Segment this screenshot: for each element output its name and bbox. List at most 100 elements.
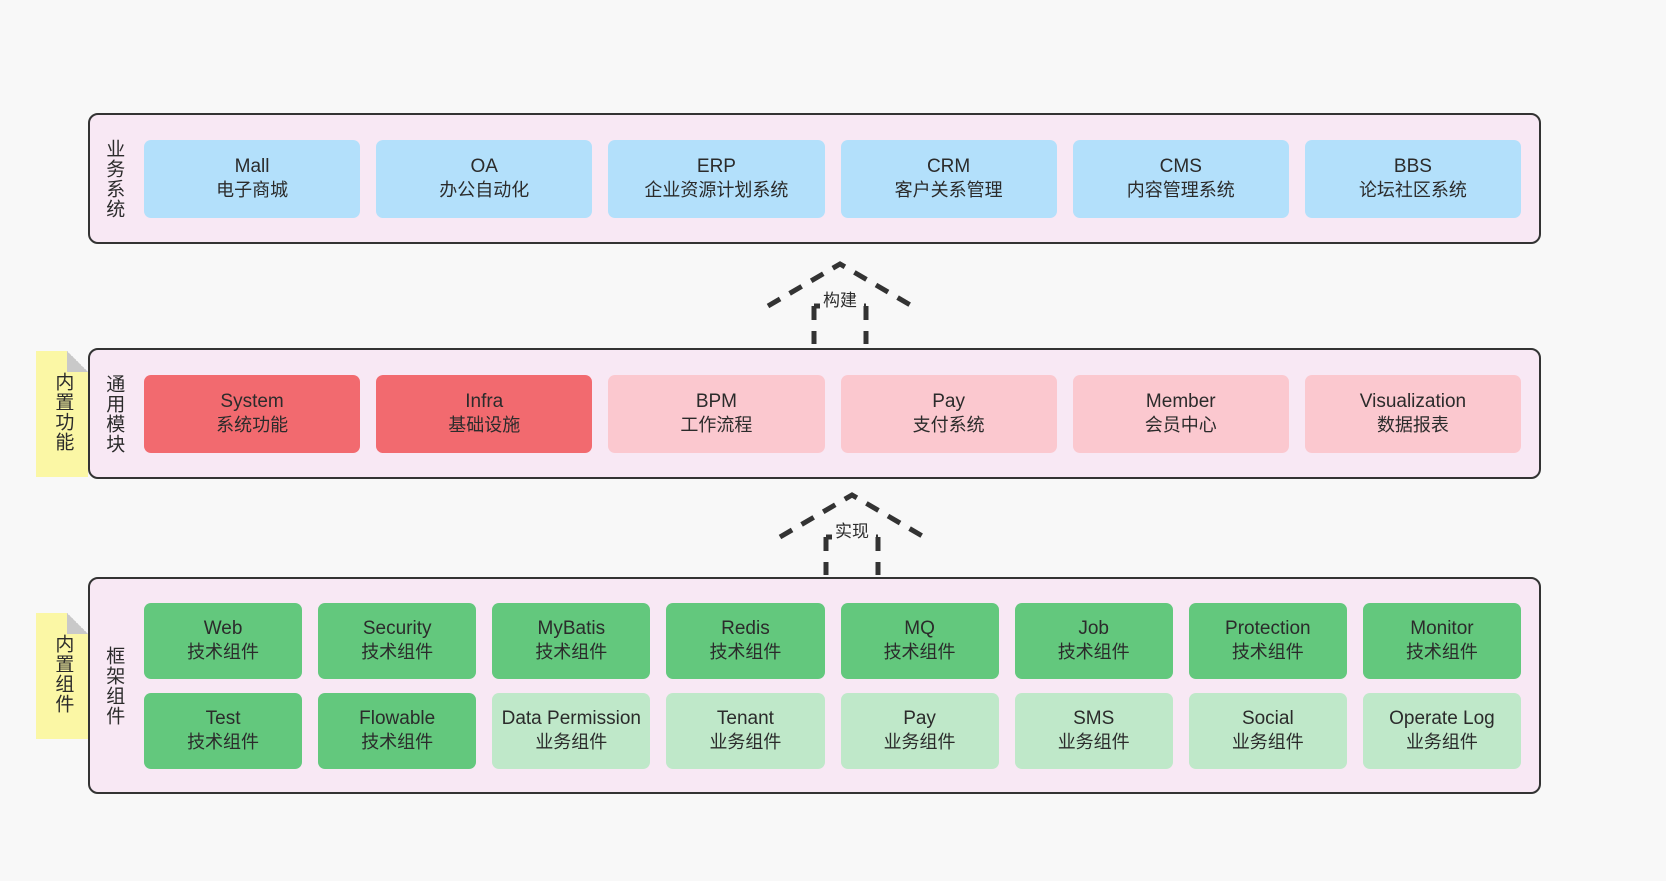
node-title: Visualization — [1359, 390, 1467, 412]
node-subtitle: 业务组件 — [709, 732, 782, 753]
node-title: MQ — [904, 617, 935, 639]
node-title: Operate Log — [1389, 707, 1495, 729]
connector-label-build: 构建 — [820, 286, 860, 311]
node-subtitle: 技术组件 — [1405, 642, 1478, 663]
node-member[interactable]: Member 会员中心 — [1072, 374, 1289, 453]
node-title: Social — [1241, 707, 1294, 729]
node-title: ERP — [696, 155, 736, 177]
node-subtitle: 业务组件 — [1231, 732, 1304, 753]
node-mybatis[interactable]: MyBatis 技术组件 — [492, 602, 651, 679]
connector-implement: 实现 — [772, 489, 932, 575]
node-subtitle: 技术组件 — [187, 642, 260, 663]
connector-stem-icon — [811, 303, 869, 344]
node-oa[interactable]: OA 办公自动化 — [376, 139, 593, 218]
node-title: Infra — [465, 390, 504, 412]
layer-title-common-modules: 通用模块 — [103, 373, 125, 454]
node-cms[interactable]: CMS 内容管理系统 — [1072, 139, 1289, 218]
node-subtitle: 业务组件 — [883, 732, 956, 753]
layer-title-framework-components: 框架组件 — [103, 645, 125, 726]
node-subtitle: 业务组件 — [535, 732, 608, 753]
note-builtin-components: 内置组件 — [36, 613, 88, 739]
layer-title-business-system: 业务系统 — [103, 138, 125, 219]
node-subtitle: 内容管理系统 — [1126, 180, 1235, 201]
node-subtitle: 技术组件 — [535, 642, 608, 663]
node-title: Pay — [932, 390, 965, 412]
node-data-permission[interactable]: Data Permission 业务组件 — [492, 692, 651, 769]
layer-common-modules: 通用模块 System 系统功能 Infra 基础设施 BPM 工作流程 Pay… — [88, 348, 1541, 479]
node-title: Redis — [721, 617, 770, 639]
node-operate-log[interactable]: Operate Log 业务组件 — [1362, 692, 1521, 769]
node-infra[interactable]: Infra 基础设施 — [376, 374, 593, 453]
node-subtitle: 技术组件 — [361, 642, 434, 663]
node-title: Mall — [234, 155, 270, 177]
node-sms[interactable]: SMS 业务组件 — [1014, 692, 1173, 769]
node-title: System — [220, 390, 284, 412]
connector-build: 构建 — [760, 258, 920, 344]
node-title: MyBatis — [537, 617, 606, 639]
node-subtitle: 业务组件 — [1405, 732, 1478, 753]
layer-body-business-system: Mall 电子商城 OA 办公自动化 ERP 企业资源计划系统 CRM 客户关系… — [136, 115, 1539, 242]
node-title: CRM — [926, 155, 971, 177]
node-test[interactable]: Test 技术组件 — [144, 692, 303, 769]
node-subtitle: 办公自动化 — [439, 180, 530, 201]
node-title: Tenant — [716, 707, 774, 729]
node-subtitle: 技术组件 — [883, 642, 956, 663]
layer-row: Mall 电子商城 OA 办公自动化 ERP 企业资源计划系统 CRM 客户关系… — [144, 139, 1522, 218]
node-security[interactable]: Security 技术组件 — [318, 602, 477, 679]
node-erp[interactable]: ERP 企业资源计划系统 — [608, 139, 825, 218]
node-protection[interactable]: Protection 技术组件 — [1188, 602, 1347, 679]
node-title: Web — [203, 617, 243, 639]
node-title: Flowable — [359, 707, 436, 729]
node-title: CMS — [1159, 155, 1202, 177]
node-bpm[interactable]: BPM 工作流程 — [608, 374, 825, 453]
layer-framework-components: 框架组件 Web 技术组件 Security 技术组件 MyBatis 技术组件… — [88, 577, 1541, 794]
node-visualization[interactable]: Visualization 数据报表 — [1304, 374, 1522, 453]
node-subtitle: 企业资源计划系统 — [644, 180, 789, 201]
connector-stem-icon — [823, 534, 881, 575]
node-tenant[interactable]: Tenant 业务组件 — [666, 692, 825, 769]
node-subtitle: 业务组件 — [1057, 732, 1130, 753]
node-mq[interactable]: MQ 技术组件 — [840, 602, 999, 679]
node-subtitle: 支付系统 — [912, 415, 985, 436]
node-title: Member — [1145, 390, 1216, 412]
arrowhead-dashed-triangle-icon — [778, 492, 926, 540]
node-system[interactable]: System 系统功能 — [144, 374, 361, 453]
node-title: BBS — [1393, 155, 1432, 177]
node-pay-component[interactable]: Pay 业务组件 — [840, 692, 999, 769]
node-pay-module[interactable]: Pay 支付系统 — [840, 374, 1057, 453]
node-subtitle: 基础设施 — [448, 415, 521, 436]
node-web[interactable]: Web 技术组件 — [144, 602, 303, 679]
node-subtitle: 技术组件 — [361, 732, 434, 753]
node-crm[interactable]: CRM 客户关系管理 — [840, 139, 1057, 218]
node-bbs[interactable]: BBS 论坛社区系统 — [1304, 139, 1522, 218]
layer-row: System 系统功能 Infra 基础设施 BPM 工作流程 Pay 支付系统… — [144, 374, 1522, 453]
node-title: Security — [362, 617, 432, 639]
node-title: Pay — [903, 707, 936, 729]
layer-body-framework-components: Web 技术组件 Security 技术组件 MyBatis 技术组件 Redi… — [136, 579, 1539, 792]
node-title: Data Permission — [501, 707, 641, 729]
layer-row: Web 技术组件 Security 技术组件 MyBatis 技术组件 Redi… — [144, 602, 1521, 679]
node-subtitle: 技术组件 — [1231, 642, 1304, 663]
node-title: OA — [470, 155, 498, 177]
node-mall[interactable]: Mall 电子商城 — [144, 139, 361, 218]
node-subtitle: 数据报表 — [1376, 415, 1449, 436]
node-title: Monitor — [1410, 617, 1474, 639]
node-subtitle: 电子商城 — [216, 180, 289, 201]
node-subtitle: 会员中心 — [1144, 415, 1217, 436]
layer-row: Test 技术组件 Flowable 技术组件 Data Permission … — [144, 692, 1521, 769]
node-redis[interactable]: Redis 技术组件 — [666, 602, 825, 679]
node-job[interactable]: Job 技术组件 — [1014, 602, 1173, 679]
node-subtitle: 客户关系管理 — [894, 180, 1003, 201]
node-subtitle: 论坛社区系统 — [1358, 180, 1467, 201]
arrowhead-dashed-triangle-icon — [766, 261, 914, 309]
node-title: Test — [205, 707, 241, 729]
node-monitor[interactable]: Monitor 技术组件 — [1362, 602, 1521, 679]
node-subtitle: 系统功能 — [216, 415, 289, 436]
node-title: BPM — [695, 390, 738, 412]
node-social[interactable]: Social 业务组件 — [1188, 692, 1347, 769]
node-title: Job — [1078, 617, 1109, 639]
node-subtitle: 工作流程 — [680, 415, 753, 436]
node-subtitle: 技术组件 — [1057, 642, 1130, 663]
node-flowable[interactable]: Flowable 技术组件 — [318, 692, 477, 769]
